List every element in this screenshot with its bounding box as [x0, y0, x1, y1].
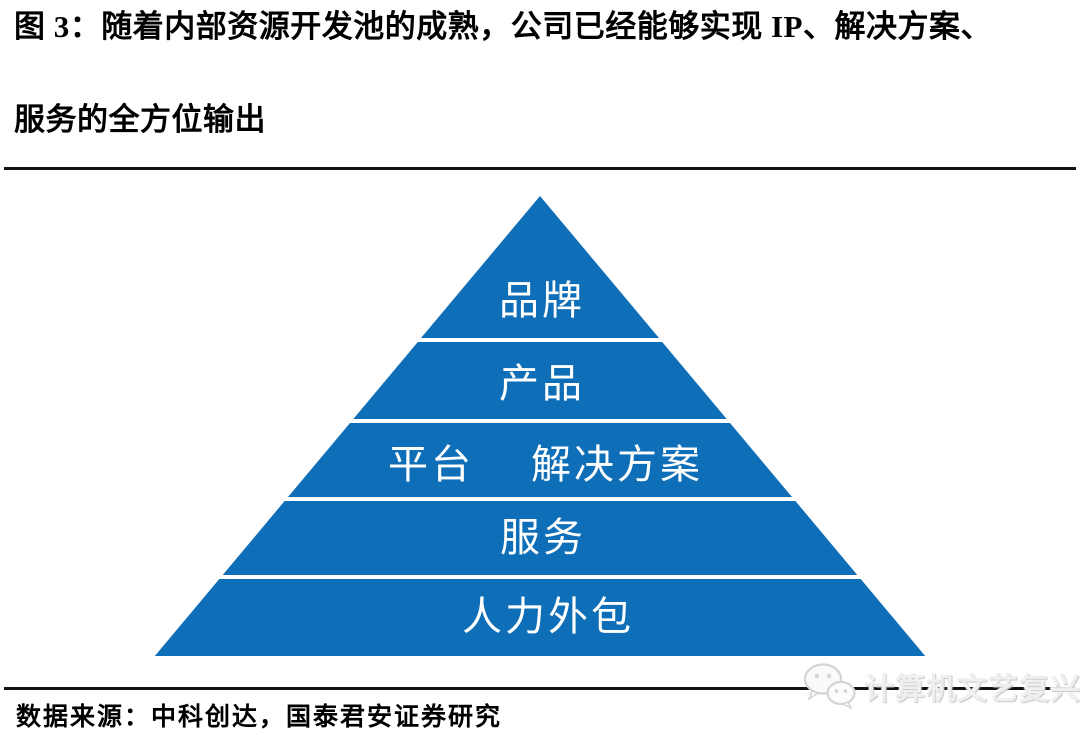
figure-title-line1: 图 3：随着内部资源开发池的成熟，公司已经能够实现 IP、解决方案、 — [14, 9, 992, 44]
pyramid-level-outsourcing — [154, 579, 926, 656]
pyramid-level-platform-solution — [288, 423, 792, 497]
pyramid-level-service — [222, 501, 858, 575]
source-caption: 数据来源：中科创达，国泰君安证券研究 — [16, 703, 503, 731]
pyramid-label-solution: 解决方案 — [531, 442, 703, 487]
watermark-text: 计算机文艺复兴 — [864, 673, 1080, 706]
figure-title-line2: 服务的全方位输出 — [14, 102, 266, 137]
wechat-icon — [803, 663, 856, 710]
watermark: 计算机文艺复兴 — [802, 658, 1080, 714]
bottom-divider — [4, 687, 1076, 690]
pyramid-label-outsourcing: 人力外包 — [462, 594, 634, 639]
pyramid-label-service: 服务 — [500, 515, 586, 560]
pyramid-label-platform: 平台 — [388, 442, 474, 487]
pyramid-level-brand — [421, 196, 659, 338]
pyramid-level-product — [353, 342, 727, 419]
top-divider — [4, 167, 1076, 170]
pyramid-label-brand: 品牌 — [499, 278, 585, 323]
pyramid-label-product: 产品 — [499, 361, 585, 406]
